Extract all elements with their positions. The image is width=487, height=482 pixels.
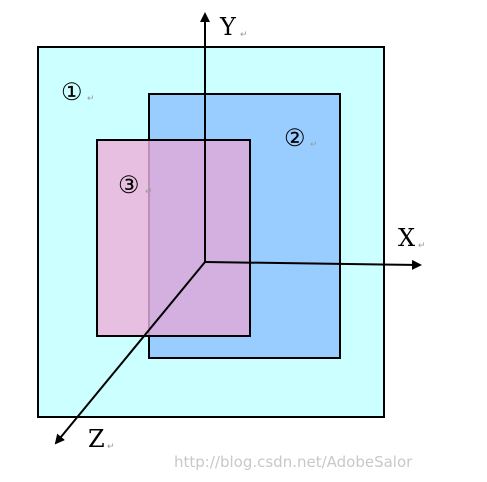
region-2-return-mark: ↵ xyxy=(310,139,318,149)
x-axis-return-mark: ↵ xyxy=(418,240,426,250)
x-axis xyxy=(204,259,422,270)
region-3-return-mark: ↵ xyxy=(145,186,153,196)
z-axis xyxy=(54,261,206,445)
x-axis-label: X xyxy=(398,224,415,252)
y-axis-label: Y xyxy=(219,13,237,41)
region-1-return-mark: ↵ xyxy=(87,93,95,103)
region-3-label: ③ xyxy=(118,171,140,199)
watermark: http://blog.csdn.net/AdobeSalor xyxy=(174,453,413,471)
y-axis-return-mark: ↵ xyxy=(240,29,248,39)
region-1-label: ① xyxy=(61,78,83,106)
z-axis-label: Z xyxy=(88,425,105,453)
region-overlap xyxy=(150,141,249,335)
region-2-label: ② xyxy=(284,124,306,152)
z-axis-return-mark: ↵ xyxy=(107,441,115,451)
